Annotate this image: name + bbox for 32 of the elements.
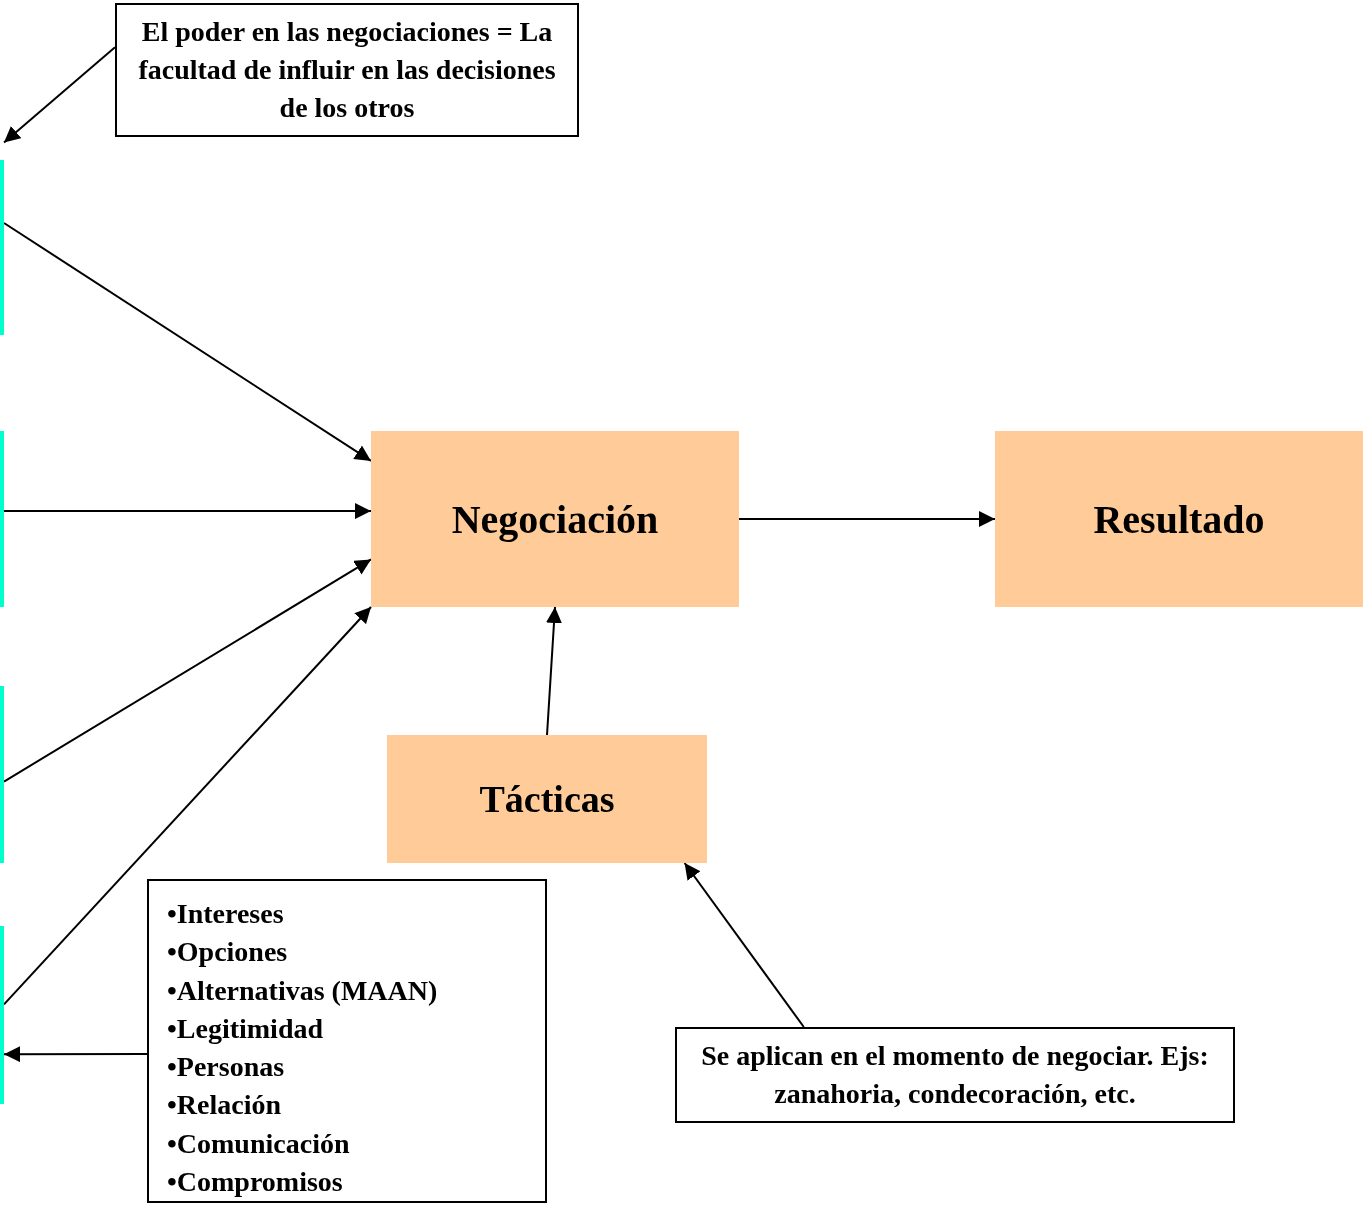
note-box xyxy=(115,3,579,137)
arrow xyxy=(738,511,996,527)
list-box xyxy=(147,879,547,1203)
note-text: El poder en las negociaciones = La facultad de influir en las decisiones de los otros xyxy=(137,15,557,125)
list-item: •Alternativas (MAAN) xyxy=(167,973,439,1008)
list-item: •Intereses xyxy=(167,897,285,931)
list-item: •Compromisos xyxy=(167,1165,344,1200)
list-item: •Relación xyxy=(167,1088,282,1123)
box-label: Tácticas xyxy=(479,777,615,821)
arrow xyxy=(3,46,116,144)
bar xyxy=(0,926,4,1104)
list-item: •Legitimidad xyxy=(167,1011,325,1046)
list-item: •Opciones xyxy=(167,935,289,970)
process-box xyxy=(387,735,707,863)
arrow xyxy=(3,503,372,520)
box-label: Resultado xyxy=(1093,495,1265,543)
process-box xyxy=(995,431,1363,607)
note-text: Se aplican en el momento de negociar. Ejs: zanahoria, condecoración, etc. xyxy=(700,1039,1210,1111)
bar xyxy=(0,160,4,335)
bar xyxy=(0,431,4,607)
arrow xyxy=(3,222,372,462)
arrow xyxy=(546,606,562,736)
arrow xyxy=(3,606,372,1006)
arrow xyxy=(3,1046,148,1063)
process-box xyxy=(371,431,739,607)
bar xyxy=(0,686,4,863)
arrow xyxy=(3,558,372,783)
note-box xyxy=(675,1027,1235,1123)
arrow xyxy=(683,862,805,1028)
list-item: •Personas xyxy=(167,1050,286,1085)
list-item: •Comunicación xyxy=(167,1126,351,1161)
box-label: Negociación xyxy=(451,495,659,543)
